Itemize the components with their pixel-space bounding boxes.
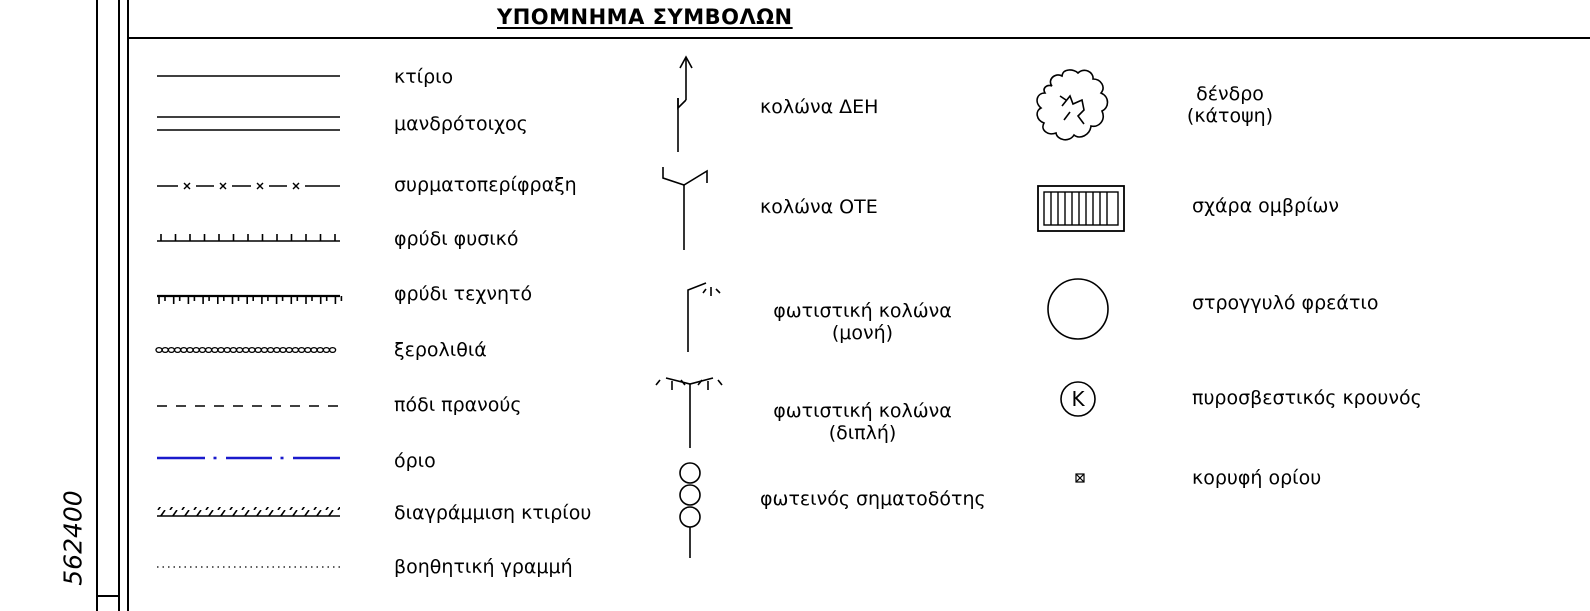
natural-ridge-line	[157, 234, 340, 242]
label-artificial-ridge: φρύδι τεχνητό	[394, 283, 533, 305]
label-double-lamp-line2: (διπλή)	[828, 422, 897, 444]
label-building-hatch: διαγράμμιση κτιρίου	[394, 502, 592, 524]
fire-hydrant-icon: K	[1060, 381, 1096, 417]
label-manhole: στρογγυλό φρεάτιο	[1192, 292, 1379, 314]
label-wall: μανδρότοιχος	[394, 113, 528, 135]
label-tree: δένδρο (κάτοψη)	[1178, 83, 1282, 127]
coordinate-value: 562400	[58, 490, 88, 586]
wall-double-line	[157, 116, 340, 131]
label-double-lamp-line1: φωτιστική κολώνα	[773, 400, 952, 422]
label-natural-ridge: φρύδι φυσικό	[394, 228, 519, 250]
building-hatch-line	[157, 507, 340, 517]
traffic-light-icon	[679, 462, 701, 558]
coordinate-label: 562400	[58, 478, 88, 598]
frame-borders	[96, 0, 1590, 611]
label-storm-drain: σχάρα ομβρίων	[1192, 195, 1340, 217]
label-slope-foot: πόδι πρανούς	[394, 394, 522, 416]
label-power-pole: κολώνα ΔΕΗ	[760, 96, 879, 118]
drystone-wall-line	[155, 346, 337, 354]
round-manhole-icon	[1047, 278, 1109, 340]
single-lamp-post-icon	[687, 282, 721, 352]
telecom-pole-icon	[662, 167, 708, 250]
label-auxiliary-line: βοηθητική γραμμή	[394, 556, 573, 578]
tree-plan-icon	[1036, 69, 1109, 141]
label-drystone: ξερολιθιά	[394, 339, 487, 361]
storm-drain-grate-icon	[1037, 185, 1125, 232]
legend-title: ΥΠΟΜΝΗΜΑ ΣΥΜΒΟΛΩΝ	[497, 5, 793, 29]
label-single-lamp-line1: φωτιστική κολώνα	[773, 300, 952, 322]
label-single-lamp: φωτιστική κολώνα (μονή)	[760, 300, 965, 344]
power-pole-icon	[677, 55, 693, 152]
double-lamp-post-icon	[655, 377, 723, 448]
label-fire-hydrant: πυροσβεστικός κρουνός	[1192, 387, 1422, 409]
hydrant-glyph: K	[1071, 387, 1085, 411]
label-building: κτίριο	[394, 66, 454, 88]
label-tree-line2: (κάτοψη)	[1186, 105, 1274, 127]
label-traffic-light: φωτεινός σηματοδότης	[760, 488, 986, 510]
wire-fence-line	[157, 182, 340, 190]
label-double-lamp: φωτιστική κολώνα (διπλή)	[760, 400, 965, 444]
label-wire-fence: συρματοπερίφραξη	[394, 174, 577, 196]
label-single-lamp-line2: (μονή)	[831, 322, 894, 344]
boundary-vertex-icon	[1075, 473, 1085, 483]
artificial-ridge-line	[157, 294, 343, 304]
label-boundary: όριο	[394, 450, 436, 472]
label-tree-line1: δένδρο	[1196, 83, 1264, 105]
label-boundary-vertex: κορυφή ορίου	[1192, 467, 1322, 489]
label-telecom-pole: κολώνα ΟΤΕ	[760, 196, 878, 218]
